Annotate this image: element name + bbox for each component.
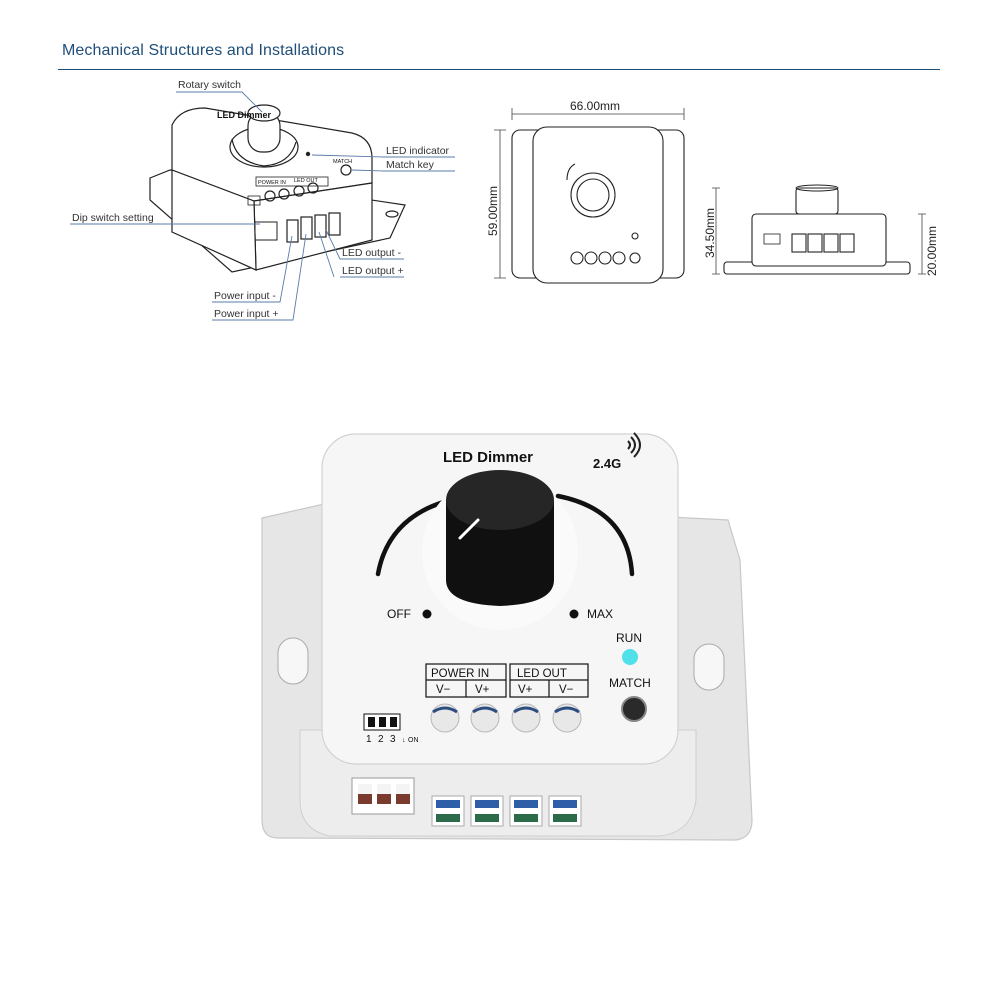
iso-led-label: LED OUT [294,178,318,184]
callout-dip-switch: Dip switch setting [72,212,154,224]
max-label: MAX [587,607,613,621]
wireless-icon [627,432,641,458]
dip-1-label: 1 [366,734,372,745]
flange-slot-left [277,637,309,685]
product-render [261,432,753,841]
dip-switch-front [351,777,415,815]
dim-side-height: 34.50mm [703,208,717,258]
match-button[interactable] [621,696,647,722]
callout-leaders [70,91,455,321]
iso-title-text: LED Dimmer [217,110,272,120]
page-title: Mechanical Structures and Installations [62,42,345,59]
dim-width: 66.00mm [570,99,620,113]
run-led-indicator [622,649,638,665]
knob-indicator [458,518,480,540]
off-label: OFF [387,607,411,621]
iso-match-label: MATCH [333,159,352,165]
rotary-knob[interactable] [446,470,554,530]
front-view [511,126,685,284]
side-dimension-lines [712,187,926,275]
dimension-lines [494,108,685,279]
dip-on-label: ON [408,737,419,744]
match-label: MATCH [609,676,651,690]
off-dot [422,609,432,619]
device-title: LED Dimmer [443,449,533,466]
dip-2-label: 2 [378,734,384,745]
power-in-label: POWER IN [431,668,489,680]
terminal-openings [431,795,582,827]
terminal-3-label: V+ [518,684,533,696]
callout-power-input-pos: Power input + [214,308,279,320]
band-label: 2.4G [593,456,621,471]
isometric-drawing [149,104,406,273]
side-view [723,184,911,275]
flange-slot-right [693,643,725,691]
max-dot [569,609,579,619]
run-label: RUN [616,631,642,645]
callout-led-output-pos: LED output + [342,265,404,277]
terminal-2-label: V+ [475,684,490,696]
terminal-1-label: V− [436,684,451,696]
iso-power-label: POWER IN [258,180,286,186]
header-divider [58,69,940,70]
mount-hole-right [385,210,399,218]
dim-height: 59.00mm [486,186,500,236]
dip-switch[interactable] [363,713,401,731]
callout-led-output-neg: LED output - [342,247,401,259]
terminal-label-table [425,663,589,698]
dip-3-label: 3 [390,734,396,745]
callout-match-key: Match key [386,159,435,171]
callout-rotary-switch: Rotary switch [178,79,241,91]
terminal-4-label: V− [559,684,574,696]
dim-body-height: 20.00mm [925,226,939,276]
dip-on-arrow: ↓ [402,737,406,744]
match-key-sketch [340,164,352,176]
callout-led-indicator: LED indicator [386,145,450,157]
callout-power-input-neg: Power input - [214,290,276,302]
terminal-screws [430,703,582,733]
led-out-label: LED OUT [517,668,567,680]
